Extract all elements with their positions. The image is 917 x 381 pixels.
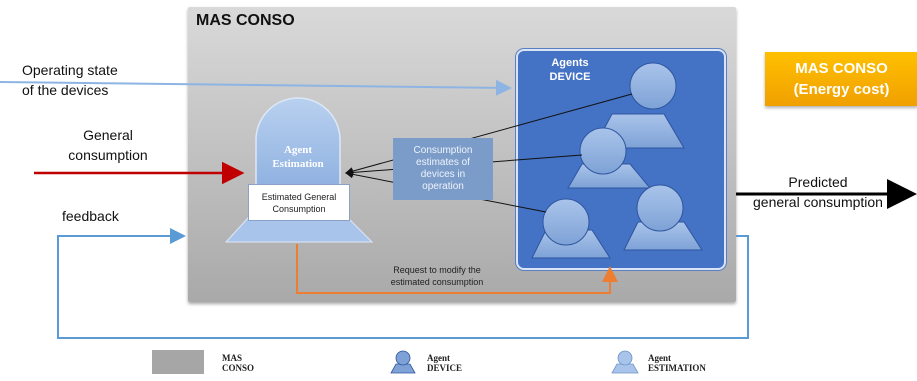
predicted-consumption-label: Predicted general consumption (753, 174, 883, 210)
device-agent-3 (531, 198, 611, 259)
device-agent-4 (623, 184, 703, 251)
operating-state-arrow (0, 79, 512, 96)
feedback-loop (57, 228, 749, 339)
legend-agent-estimation-label: Agent ESTIMATION (648, 353, 706, 373)
operating-state-label: Operating state of the devices (22, 62, 118, 98)
agent-estimation-shape (224, 97, 374, 243)
request-modify-label: Request to modify the estimated consumpt… (390, 265, 484, 287)
request-modify-arrow (296, 244, 618, 294)
energy-cost-box: MAS CONSO (Energy cost) (765, 52, 917, 106)
feedback-label: feedback (62, 208, 119, 224)
agent-estimation-label: Agent Estimation (272, 144, 324, 170)
mas-conso-title: MAS CONSO (196, 12, 295, 29)
legend-gray-box (152, 350, 204, 374)
agent-estimation-icon (611, 350, 639, 374)
estimated-general-consumption-box: Estimated General Consumption (248, 184, 350, 221)
general-consumption-label: General consumption (68, 127, 148, 163)
legend-agent-device-label: Agent DEVICE (427, 353, 463, 373)
legend-mas-conso-label: MAS CONSO (222, 353, 255, 373)
device-agent-2 (567, 127, 652, 189)
consumption-estimates-box: Consumption estimates of devices in oper… (393, 138, 493, 200)
agents-device-label: Agents DEVICE (549, 57, 591, 83)
agent-device-icon (390, 350, 416, 374)
